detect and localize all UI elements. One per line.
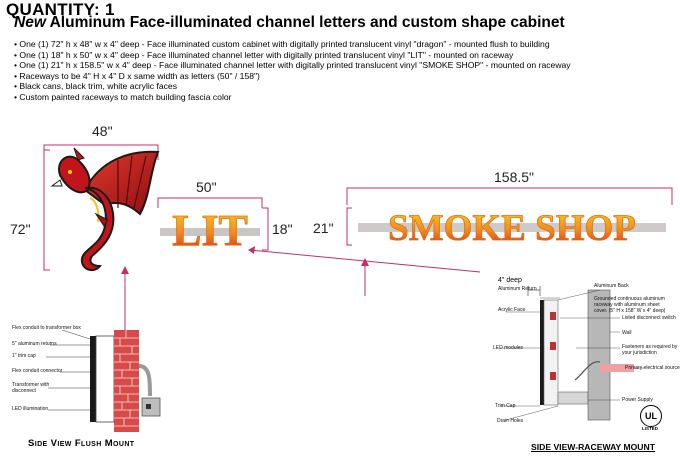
raceway-label-continuous: Grounded continuous aluminum raceway wit… [594, 296, 666, 314]
flush-mount-diagram [46, 329, 161, 432]
raceway-label-acrylic: Acrylic Face [498, 307, 526, 313]
raceway-label-return: Aluminum Return [498, 286, 537, 292]
smoke-shop-letters: SMOKE SHOP [388, 208, 636, 249]
spec-item: One (1) 72" h x 48" w x 4" deep - Face i… [14, 39, 571, 50]
spec-item: Raceways to be 4" H x 4" D x same width … [14, 71, 571, 82]
spec-item: Custom painted raceways to match buildin… [14, 92, 571, 103]
flush-label-returns: 5" aluminum returns [12, 341, 57, 347]
raceway-label-fasteners: Fasteners as required by your jurisdicti… [622, 344, 678, 356]
raceway-label-led: LED modules [493, 345, 524, 351]
raceway-label-power-supply: Power Supply [622, 397, 653, 403]
lit-raceway [160, 228, 260, 236]
ul-mark-icon: UL [640, 405, 662, 427]
raceway-label-back: Aluminum Back [594, 283, 629, 289]
raceway-mount-caption: SIDE VIEW-RACEWAY MOUNT [531, 442, 655, 452]
smoke-height-dimension [346, 207, 352, 246]
ul-listed-text: LISTED [642, 426, 659, 431]
ul-mark-text: UL [645, 411, 657, 421]
spec-item: One (1) 21" h x 158.5" w x 4" deep - Fac… [14, 60, 570, 71]
lit-width-dimension [157, 197, 263, 208]
dragon-height-label: 72" [10, 221, 31, 237]
flush-mount-caption: Side View Flush Mount [28, 438, 135, 449]
spec-list: One (1) 72" h x 48" w x 4" deep - Face i… [14, 39, 571, 103]
dragon-height-dimension [43, 149, 50, 271]
title-text: Aluminum Face-illuminated channel letter… [49, 14, 565, 31]
lit-width-label: 50" [196, 179, 217, 195]
flush-label-flex-conduit: Flex conduit to transformer box [12, 325, 81, 331]
raceway-mount-diagram [500, 286, 644, 421]
lit-height-dimension [262, 207, 269, 251]
leader-lines [121, 246, 481, 330]
flush-label-conduit-connector: Flex conduit connector [12, 368, 63, 374]
raceway-label-disconnect: Listed disconnect switch [622, 315, 676, 321]
spec-item: Black cans, black trim, white acrylic fa… [14, 81, 571, 92]
spec-item: One (1) 18" h x 50" w x 4" deep - Face i… [14, 50, 571, 61]
smoke-height-label: 21" [313, 220, 334, 236]
flush-label-led: LED illumination [12, 406, 49, 412]
page-title: New Aluminum Face-illuminated channel le… [14, 14, 565, 32]
dragon-cabinet [50, 147, 160, 272]
dragon-width-label: 48" [92, 123, 113, 139]
raceway-label-trim: Trim Cap [495, 403, 516, 409]
lit-letters: LIT [172, 206, 248, 255]
smoke-width-label: 158.5" [494, 169, 535, 185]
raceway-label-drain: Drain Holes [497, 418, 524, 424]
smoke-width-dimension [346, 187, 673, 205]
raceway-depth-label: 4" deep [498, 277, 522, 284]
quantity-heading: QUANTITY: 1 [6, 0, 115, 19]
lit-height-label: 18" [272, 221, 293, 237]
raceway-label-primary: Primary electrical source [625, 365, 680, 371]
raceway-label-wall: Wall [622, 330, 632, 336]
flush-label-transformer: Transformer with disconnect [12, 382, 50, 394]
smoke-raceway [358, 223, 666, 232]
flush-label-trim-cap: 1" trim cap [12, 353, 36, 359]
title-emphasis: New [14, 14, 46, 31]
